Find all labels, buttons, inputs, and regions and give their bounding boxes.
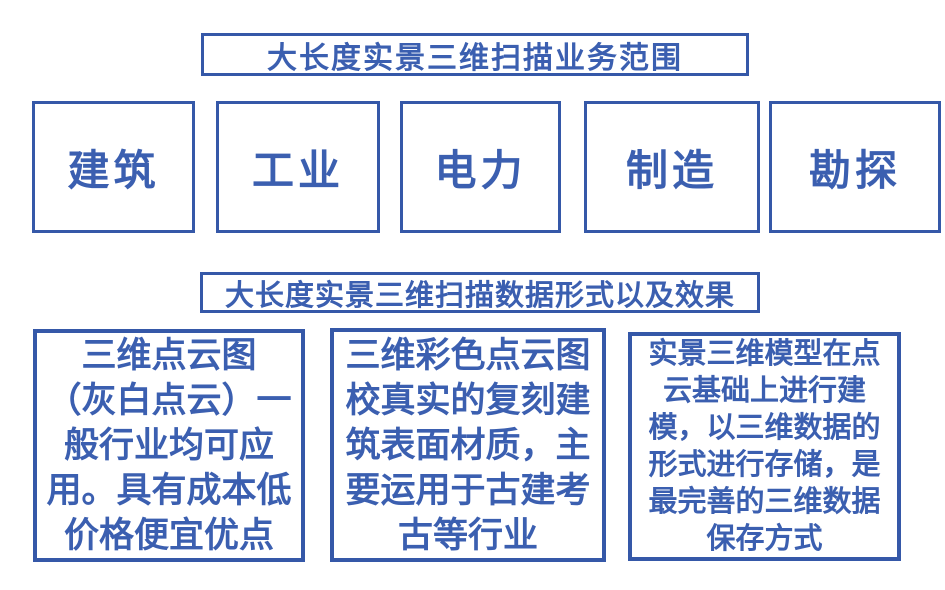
industry-box-manufacturing: 制造 <box>584 101 760 233</box>
industry-label-industry: 工业 <box>251 146 344 194</box>
industry-label-construction: 建筑 <box>67 146 160 194</box>
section2-title-box: 大长度实景三维扫描数据形式以及效果 <box>200 272 760 313</box>
industry-label-exploration: 勘探 <box>808 146 901 194</box>
data-box-realistic-3d-model-text: 实景三维模型在点 云基础上进行建 模，以三维数据的 形式进行存储，是 最完善的三… <box>648 337 881 555</box>
data-box-grey-point-cloud: 三维点云图 （灰白点云）一 般行业均可应 用。具有成本低 价格便宜优点 <box>33 329 305 562</box>
industry-label-power: 电力 <box>434 146 527 194</box>
industry-label-manufacturing: 制造 <box>625 146 718 194</box>
section1-title-box: 大长度实景三维扫描业务范围 <box>201 33 749 76</box>
data-box-grey-point-cloud-text: 三维点云图 （灰白点云）一 般行业均可应 用。具有成本低 价格便宜优点 <box>46 336 292 555</box>
data-box-color-point-cloud-text: 三维彩色点云图 校真实的复刻建 筑表面材质，主 要运用于古建考 古等行业 <box>345 335 591 555</box>
industry-box-industry: 工业 <box>216 101 380 233</box>
section1-title: 大长度实景三维扫描业务范围 <box>267 41 683 75</box>
industry-box-exploration: 勘探 <box>769 101 941 233</box>
section2-title: 大长度实景三维扫描数据形式以及效果 <box>224 279 735 312</box>
data-box-color-point-cloud: 三维彩色点云图 校真实的复刻建 筑表面材质，主 要运用于古建考 古等行业 <box>330 328 606 562</box>
industry-box-power: 电力 <box>400 101 561 233</box>
data-box-realistic-3d-model: 实景三维模型在点 云基础上进行建 模，以三维数据的 形式进行存储，是 最完善的三… <box>628 332 901 561</box>
industry-box-construction: 建筑 <box>32 101 195 233</box>
